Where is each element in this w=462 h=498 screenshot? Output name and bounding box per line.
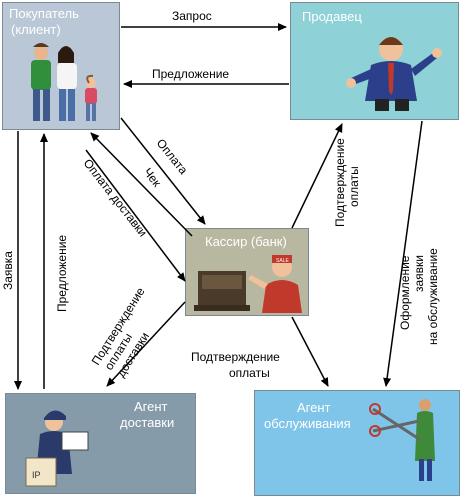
buyer-label-line1: Покупатель xyxy=(9,6,79,21)
label-service-order-line3: на обслуживание xyxy=(426,248,440,345)
edge-receipt xyxy=(90,132,193,237)
edge-seller-confirm xyxy=(291,123,343,229)
courier-illustration: IP xyxy=(25,410,89,487)
cashier-node: Кассир (банк) SALE xyxy=(185,228,309,316)
delivery-label-line2: доставки xyxy=(120,415,175,430)
seller-label: Продавец xyxy=(302,9,362,24)
edge-delivery-payment xyxy=(85,149,186,282)
label-request: Запрос xyxy=(172,9,212,23)
delivery-label-line1: Агент xyxy=(134,399,168,414)
edge-payment xyxy=(120,117,206,225)
service-node: Агент обслуживания xyxy=(254,390,460,496)
label-delivery-payment: Оплата доставки xyxy=(81,156,150,239)
cash-register-sign: SALE xyxy=(276,258,289,264)
label-offer-left: Предложение xyxy=(55,235,69,312)
label-service-order-line1: Оформление xyxy=(398,255,412,330)
label-payment: Оплата xyxy=(154,136,191,177)
service-label-line1: Агент xyxy=(297,400,331,415)
buyer-label-line2: (клиент) xyxy=(11,22,61,37)
edge-service-order xyxy=(383,120,423,387)
salesman-illustration xyxy=(346,37,442,111)
label-seller-confirm-line1: Подтверждение xyxy=(333,138,347,227)
label-offer-top: Предложение xyxy=(152,67,229,81)
label-service-confirm-line2: оплаты xyxy=(229,366,270,380)
family-illustration xyxy=(31,43,97,121)
label-order: Заявка xyxy=(1,251,15,290)
box-marking: IP xyxy=(32,470,41,480)
delivery-node: Агент доставки IP xyxy=(5,393,196,494)
buyer-node: Покупатель (клиент) xyxy=(2,2,120,130)
seller-node: Продавец xyxy=(290,2,459,120)
edge-service-confirm xyxy=(291,316,329,387)
label-service-order-line2: заявки xyxy=(412,255,426,292)
cashier-label: Кассир (банк) xyxy=(205,234,287,249)
cashier-illustration: SALE xyxy=(194,255,302,313)
edge-delivery-confirm xyxy=(106,301,186,387)
service-illustration xyxy=(369,399,435,481)
label-service-confirm-line1: Подтверждение xyxy=(191,350,280,364)
service-label-line2: обслуживания xyxy=(264,416,351,431)
label-seller-confirm-line2: оплаты xyxy=(347,166,361,207)
